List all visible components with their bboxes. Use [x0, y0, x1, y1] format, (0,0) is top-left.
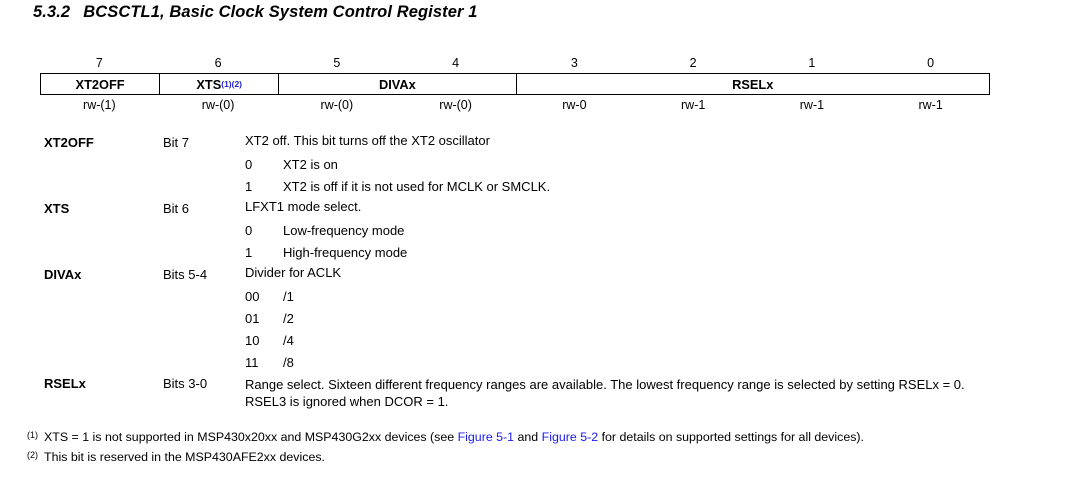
value-meaning: /4: [283, 333, 294, 348]
field-value-row: 10 /4: [0, 330, 1081, 352]
bit-description-xt2off: XT2OFF Bit 7 XT2 off. This bit turns off…: [0, 132, 1081, 198]
access-type-row: rw-(1) rw-(0) rw-(0) rw-(0) rw-0 rw-1 rw…: [40, 95, 990, 112]
field-bits: Bits 5-4: [163, 267, 208, 282]
footnote-text-part: and: [514, 430, 542, 444]
footnote-1: (1) XTS = 1 is not supported in MSP430x2…: [0, 429, 1081, 446]
field-name: XTS: [44, 201, 70, 216]
value-code: 0: [245, 157, 253, 172]
footnote-text: This bit is reserved in the MSP430AFE2xx…: [44, 449, 1041, 466]
bit-description-rselx: RSELx Bits 3-0 Range select. Sixteen dif…: [0, 376, 1081, 410]
access-type: rw-1: [799, 98, 825, 112]
field-value-list: 0 Low-frequency mode 1 High-frequency mo…: [0, 220, 1081, 264]
section-number: 5.3.2: [33, 3, 71, 21]
access-type: rw-1: [918, 98, 943, 112]
value-code: 1: [245, 245, 253, 260]
value-meaning: Low-frequency mode: [283, 223, 405, 238]
bit-number: 0: [927, 56, 935, 70]
register-field-row: XT2OFF XTS(1)(2) DIVAx RSELx: [40, 73, 990, 95]
value-meaning: XT2 is off if it is not used for MCLK or…: [283, 179, 551, 194]
field-description: Divider for ACLK: [245, 265, 342, 280]
section-title: BCSCTL1, Basic Clock System Control Regi…: [83, 3, 478, 21]
value-code: 11: [245, 355, 259, 370]
value-code: 00: [245, 289, 260, 304]
field-value-list: 0 XT2 is on 1 XT2 is off if it is not us…: [0, 154, 1081, 198]
field-description: LFXT1 mode select.: [245, 199, 362, 214]
footnote-marker: (2): [27, 449, 38, 460]
field-description: Range select. Sixteen different frequenc…: [245, 377, 965, 409]
bit-description-xts: XTS Bit 6 LFXT1 mode select. 0 Low-frequ…: [0, 198, 1081, 264]
register-field-divax: DIVAx: [279, 74, 517, 94]
footnote-marker: (1): [27, 430, 38, 440]
value-meaning: /8: [283, 355, 294, 370]
footnote-text-part: for details on supported settings for al…: [598, 430, 864, 444]
field-value-row: 01 /2: [0, 308, 1081, 330]
register-field-xts: XTS(1)(2): [160, 74, 280, 94]
bit-number-row: 7 6 5 4 3 2 1 0: [40, 56, 990, 73]
field-name: DIVAx: [44, 267, 82, 282]
value-code: 1: [245, 179, 253, 194]
field-bits: Bits 3-0: [163, 376, 208, 391]
register-field-rselx: RSELx: [517, 74, 990, 94]
field-value-row: 0 XT2 is on: [0, 154, 1081, 176]
field-name: XT2OFF: [44, 135, 94, 150]
value-meaning: /2: [283, 311, 294, 326]
footnote-text: XTS = 1 is not supported in MSP430x20xx …: [44, 429, 1041, 446]
value-code: 01: [245, 311, 260, 326]
bit-number: 3: [570, 56, 578, 70]
bit-description-list: XT2OFF Bit 7 XT2 off. This bit turns off…: [0, 132, 1081, 410]
value-meaning: XT2 is on: [283, 157, 338, 172]
bit-number: 2: [689, 56, 697, 70]
field-label: XTS: [196, 76, 222, 92]
bit-description-divax: DIVAx Bits 5-4 Divider for ACLK 00 /1 01…: [0, 264, 1081, 374]
register-bit-table: 7 6 5 4 3 2 1 0 XT2OFF XTS(1)(2) DIVAx R…: [40, 56, 990, 112]
register-field-xt2off: XT2OFF: [41, 74, 161, 94]
value-code: 0: [245, 223, 253, 238]
field-label: DIVAx: [379, 76, 416, 92]
field-bits: Bit 6: [163, 201, 190, 216]
access-type: rw-0: [562, 98, 587, 112]
figure-5-1-link[interactable]: Figure 5-1: [457, 430, 515, 444]
access-type: rw-(0): [439, 98, 472, 112]
bit-number: 1: [808, 56, 816, 70]
field-label: RSELx: [732, 76, 774, 92]
access-type: rw-(0): [201, 98, 235, 112]
bit-number: 5: [333, 56, 341, 70]
value-meaning: /1: [283, 289, 294, 304]
access-type: rw-(0): [320, 98, 354, 112]
value-meaning: High-frequency mode: [283, 245, 408, 260]
footnote-reference[interactable]: (1)(2): [221, 78, 243, 89]
value-code: 10: [245, 333, 260, 348]
field-description: XT2 off. This bit turns off the XT2 osci…: [245, 133, 490, 148]
field-bits: Bit 7: [163, 135, 190, 150]
field-value-list: 00 /1 01 /2 10 /4 11 /8: [0, 286, 1081, 374]
footnote-text-part: This bit is reserved in the MSP430AFE2xx…: [44, 449, 325, 464]
footnote-2: (2) This bit is reserved in the MSP430AF…: [0, 449, 1081, 466]
bit-number: 7: [95, 56, 103, 70]
field-value-row: 11 /8: [0, 352, 1081, 374]
footnote-list: (1) XTS = 1 is not supported in MSP430x2…: [0, 429, 1081, 468]
bit-number: 6: [214, 56, 222, 70]
page-title: 5.3.2 BCSCTL1, Basic Clock System Control…: [33, 3, 478, 22]
footnote-text-part: XTS = 1 is not supported in MSP430x20xx …: [44, 430, 458, 444]
bit-number: 4: [452, 56, 460, 70]
field-name: RSELx: [44, 376, 86, 391]
field-value-row: 00 /1: [0, 286, 1081, 308]
field-value-row: 0 Low-frequency mode: [0, 220, 1081, 242]
figure-5-2-link[interactable]: Figure 5-2: [541, 430, 599, 444]
field-value-row: 1 XT2 is off if it is not used for MCLK …: [0, 176, 1081, 198]
field-value-row: 1 High-frequency mode: [0, 242, 1081, 264]
field-label: XT2OFF: [75, 76, 125, 92]
access-type: rw-1: [680, 98, 706, 112]
access-type: rw-(1): [83, 98, 116, 112]
